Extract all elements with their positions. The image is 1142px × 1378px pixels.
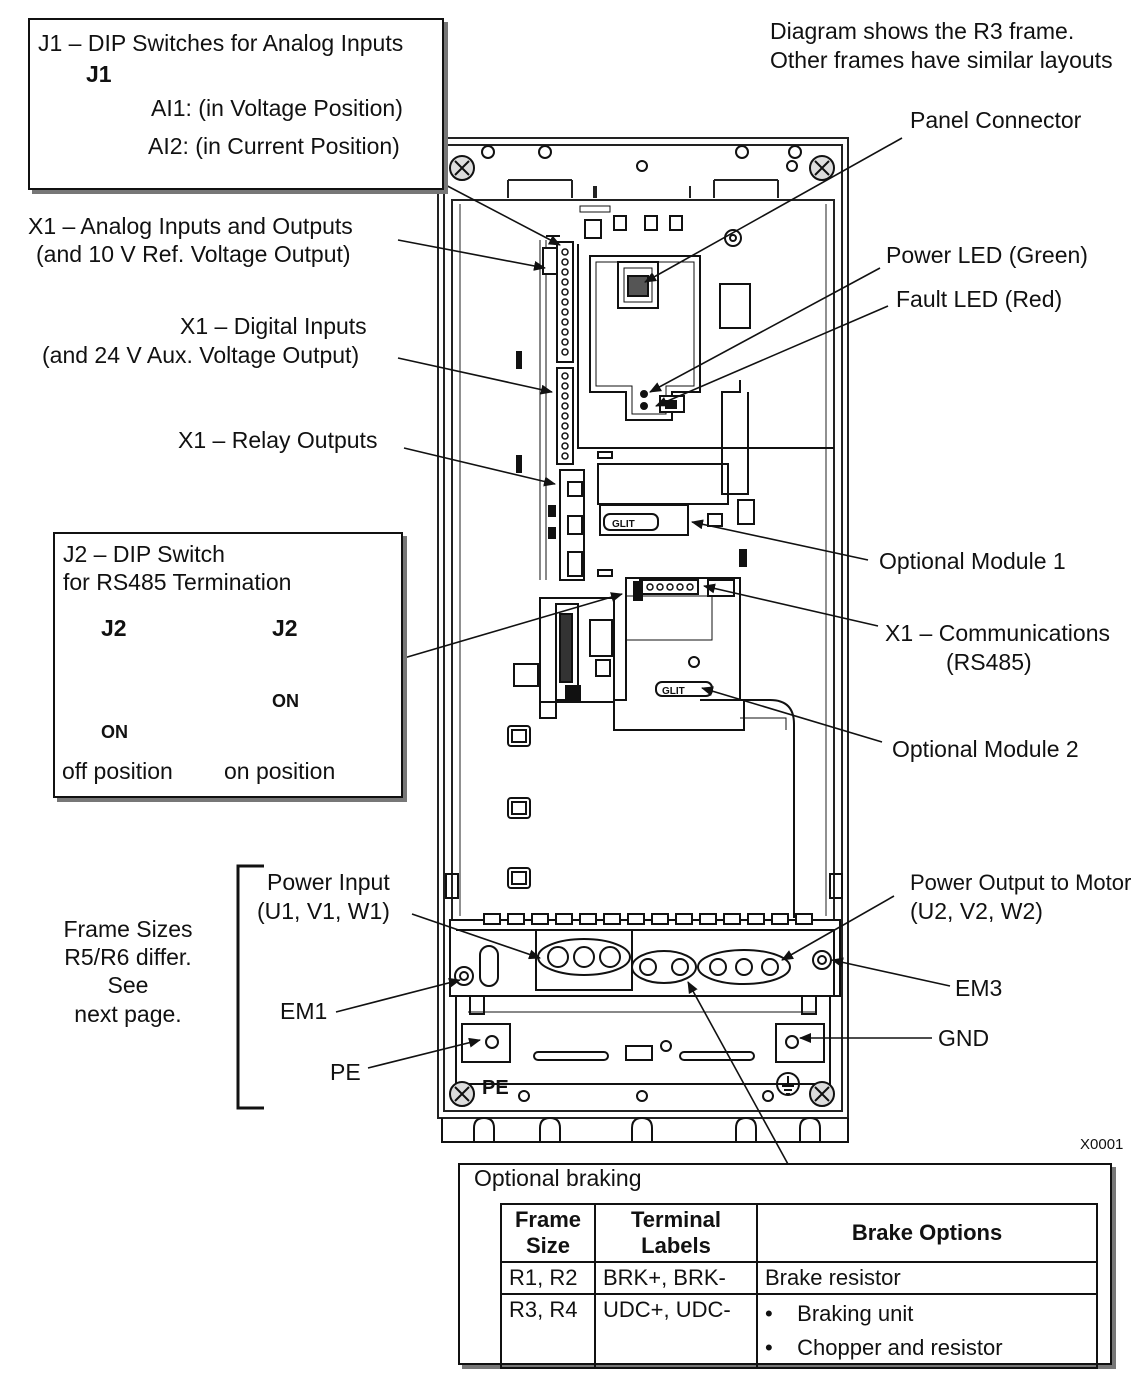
j2-title-1: J2 – DIP Switch bbox=[63, 541, 225, 567]
frame-note-line2: Other frames have similar layouts bbox=[770, 47, 1113, 73]
optional-module-2-label: Optional Module 2 bbox=[892, 736, 1079, 762]
power-input-label-2: (U1, V1, W1) bbox=[257, 898, 390, 924]
power-led-label: Power LED (Green) bbox=[886, 242, 1088, 268]
optional-module-1-label: Optional Module 1 bbox=[879, 548, 1066, 574]
panel-area bbox=[577, 244, 834, 495]
x1-analog-label-1: X1 – Analog Inputs and Outputs bbox=[28, 213, 353, 239]
pe-stamp: PE bbox=[482, 1077, 509, 1099]
row2-terminals: UDC+, UDC- bbox=[594, 1293, 758, 1369]
x1-comm-label-1: X1 – Communications bbox=[885, 620, 1110, 646]
list-item: • Braking unit bbox=[765, 1301, 914, 1326]
table-row: R1, R2 BRK+, BRK- Brake resistor bbox=[500, 1261, 1098, 1295]
x1-analog-label-2: (and 10 V Ref. Voltage Output) bbox=[36, 241, 351, 267]
bottom-screw-right bbox=[809, 1081, 835, 1107]
power-output-label-2: (U2, V2, W2) bbox=[910, 898, 1043, 924]
bottom-screw-left bbox=[449, 1081, 475, 1107]
j1-ai1-label: AI1: (in Voltage Position) bbox=[151, 95, 403, 121]
power-terminal-strip bbox=[449, 913, 841, 997]
j1-ai2-label: AI2: (in Current Position) bbox=[148, 133, 400, 159]
fault-led-label: Fault LED (Red) bbox=[896, 286, 1063, 312]
row1-frame: R1, R2 bbox=[500, 1261, 596, 1295]
leader-lines bbox=[335, 137, 951, 1187]
top-screw-left bbox=[449, 155, 475, 181]
left-slots bbox=[516, 351, 583, 577]
top-holes bbox=[481, 145, 802, 247]
power-output-label-1: Power Output to Motor bbox=[910, 870, 1132, 895]
frame-sizes-note-1: Frame Sizes bbox=[63, 916, 193, 942]
frame-note-line1: Diagram shows the R3 frame. bbox=[770, 18, 1075, 44]
gnd-label: GND bbox=[938, 1025, 990, 1051]
figure-id: X0001 bbox=[1080, 1136, 1124, 1153]
j2-off-caption: off position bbox=[62, 758, 173, 784]
svg-text:GLIT: GLIT bbox=[662, 686, 685, 697]
j2-dip-switch-box bbox=[53, 532, 403, 798]
comms-connector-pins bbox=[646, 583, 694, 591]
j1-dip-switch-box bbox=[28, 18, 444, 190]
em1-label: EM1 bbox=[280, 998, 328, 1024]
top-components bbox=[579, 205, 683, 239]
frame-sizes-note-2: R5/R6 differ. bbox=[64, 944, 192, 970]
j2-left-label: J2 bbox=[101, 615, 127, 641]
list-item: • Chopper and resistor bbox=[765, 1335, 1003, 1360]
j2-off-on-text: ON bbox=[101, 722, 128, 742]
frame-sizes-note-3: See bbox=[107, 972, 149, 998]
row1-terminals: BRK+, BRK- bbox=[594, 1261, 758, 1295]
bottom-plate bbox=[455, 995, 831, 1102]
optional-module-1: GLIT bbox=[597, 451, 755, 577]
frame-sizes-note-4: next page. bbox=[74, 1001, 182, 1027]
panel-connector-label: Panel Connector bbox=[910, 107, 1082, 133]
braking-title: Optional braking bbox=[474, 1165, 642, 1191]
power-input-label-1: Power Input bbox=[267, 869, 390, 895]
j1-switch-label: J1 bbox=[86, 61, 112, 87]
em3-label: EM3 bbox=[955, 975, 1003, 1001]
x1-terminal-dots bbox=[561, 248, 569, 460]
x1-digital-label-1: X1 – Digital Inputs bbox=[180, 313, 367, 339]
cable-entries bbox=[441, 1116, 849, 1143]
x1-comm-label-2: (RS485) bbox=[946, 649, 1032, 675]
j2-on-caption: on position bbox=[224, 758, 336, 784]
top-screw-right bbox=[809, 155, 835, 181]
j2-title-2: for RS485 Termination bbox=[63, 569, 292, 595]
table-row: R3, R4 UDC+, UDC- • Braking unit • Chopp… bbox=[500, 1293, 1098, 1369]
x1-digital-label-2: (and 24 V Aux. Voltage Output) bbox=[42, 342, 360, 368]
row2-frame: R3, R4 bbox=[500, 1293, 596, 1369]
rs485-board bbox=[513, 581, 643, 719]
j1-title: J1 – DIP Switches for Analog Inputs bbox=[38, 30, 404, 56]
j2-on-on-text: ON bbox=[272, 691, 299, 711]
header-brake-options: Brake Options bbox=[756, 1203, 1098, 1263]
pe-label: PE bbox=[330, 1059, 361, 1085]
svg-text:GLIT: GLIT bbox=[612, 519, 635, 530]
lower-clips bbox=[445, 725, 843, 899]
j2-right-label: J2 bbox=[272, 615, 298, 641]
row2-options: • Braking unit • Chopper and resistor bbox=[756, 1293, 1098, 1369]
x1-relay-label: X1 – Relay Outputs bbox=[178, 427, 378, 453]
frame-bracket bbox=[236, 864, 264, 1110]
row1-options: Brake resistor bbox=[756, 1261, 1098, 1295]
